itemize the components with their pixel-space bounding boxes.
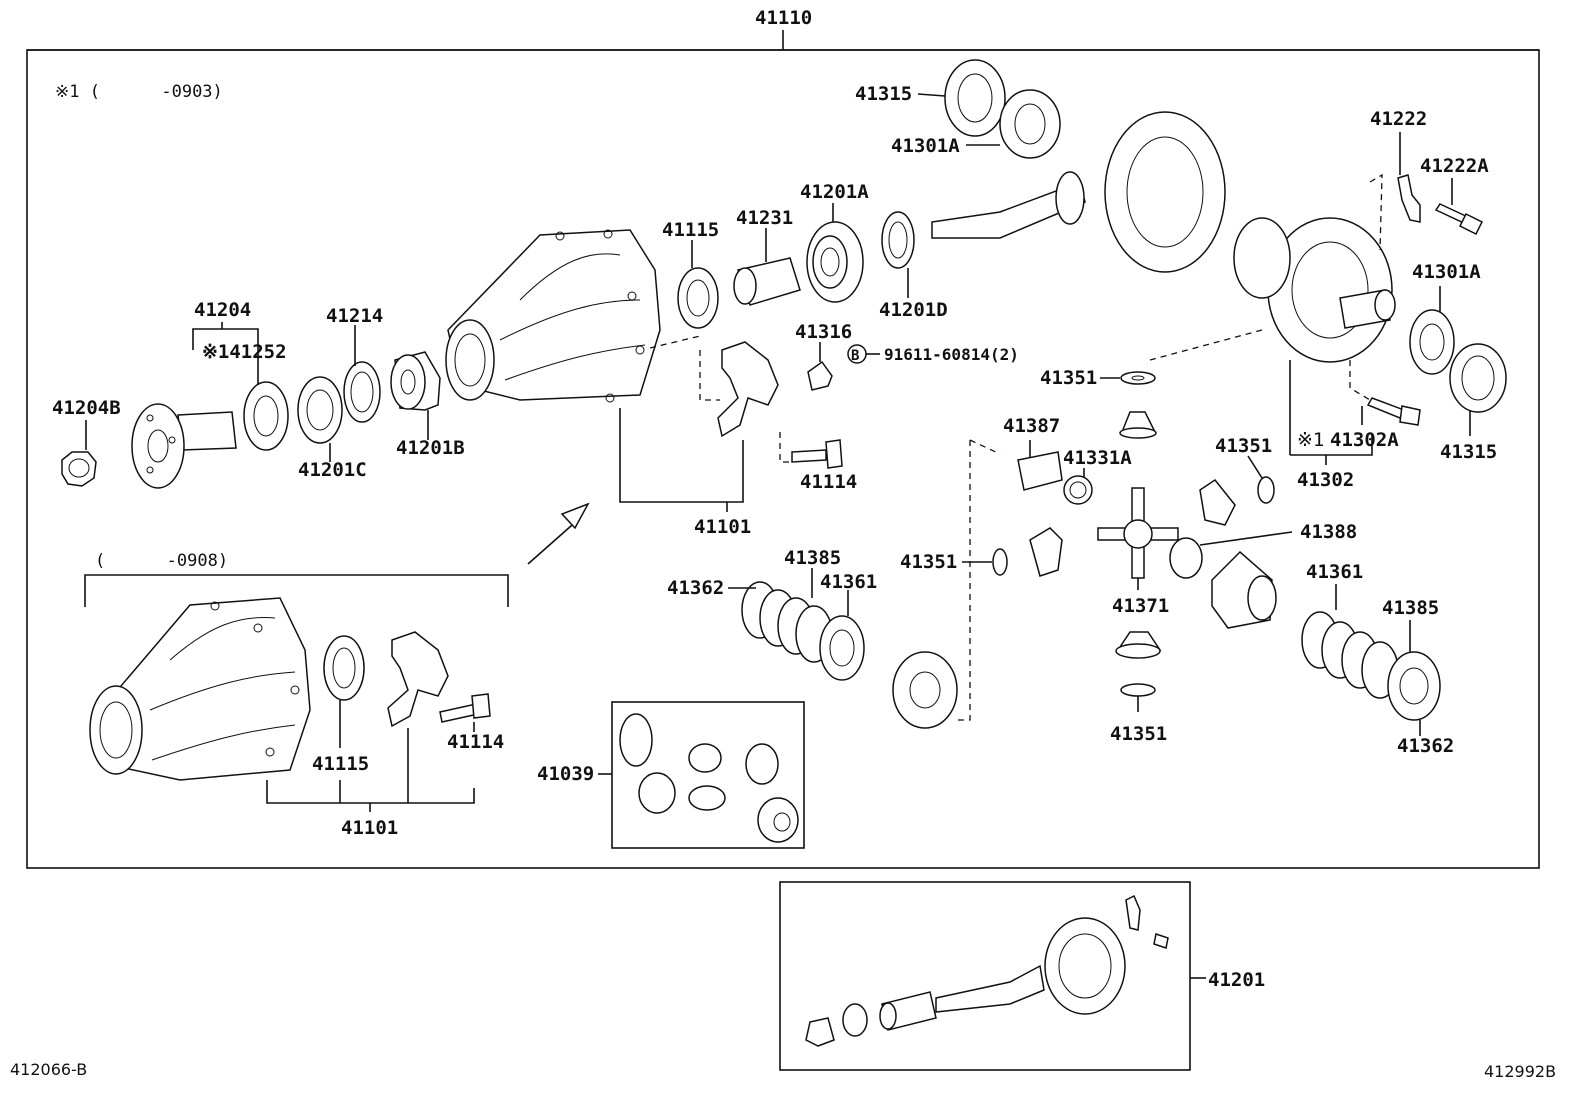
bearing-41301A-top-icon [966,89,1061,159]
label-41315-top: 41315 [855,83,912,105]
ring-gear-pinion-icon [931,111,1226,273]
label-41302A: 41302A [1330,429,1399,451]
bearing-41301A-right-icon [1409,286,1455,375]
washer-41351-a-icon [1100,371,1156,385]
label-41351-a: 41351 [1040,367,1097,389]
label-41114-bottom: 41114 [447,731,504,753]
label-41351-d: 41351 [1110,723,1167,745]
label-41387: 41387 [1003,415,1060,437]
clip-41316-icon [807,342,833,391]
bolt-41222A-icon [1434,178,1484,236]
footer-ref-left: 412066-B [10,1060,87,1079]
label-41101-bottom: 41101 [341,817,398,839]
ring-41252-icon [243,381,289,451]
label-41315-right: 41315 [1440,441,1497,463]
label-41204: 41204 [194,299,251,321]
label-41385-left: 41385 [784,547,841,569]
label-41316: 41316 [795,321,852,343]
label-41214: 41214 [326,305,383,327]
nut-41204B-icon [61,451,97,487]
label-91611: 91611-60814(2) [884,345,1019,364]
collar-41231-icon [733,228,801,306]
gear-41388-icon [1169,531,1293,579]
spacer-41214-icon [343,325,381,423]
label-41222: 41222 [1370,108,1427,130]
gear-left-small-icon [1029,527,1063,577]
label-note1-mark: ※1 [1297,429,1324,451]
spring-41331A-icon [1063,468,1093,505]
flange-41204-icon [131,403,237,489]
label-b-symbol: B [851,348,859,364]
pinion-gear-top-icon [1119,411,1157,439]
label-41201A: 41201A [800,181,869,203]
label-41101-top: 41101 [694,516,751,538]
seal-41115-bottom-icon [323,635,365,701]
label-41371: 41371 [1112,595,1169,617]
label-41201C: 41201C [298,459,367,481]
label-41301A-top: 41301A [891,135,960,157]
bearing-41201C-icon [297,376,343,462]
label-41302: 41302 [1297,469,1354,491]
kit-41201-frame [779,881,1191,1071]
clutch-pack-right-icon [1301,584,1441,736]
thrust-block-41387-icon [1017,440,1063,491]
note-range-1: ※1 ( -0903) [55,82,223,102]
label-41361-left: 41361 [820,571,877,593]
label-41222A: 41222A [1420,155,1489,177]
kit-41039-frame [611,701,805,849]
bolt-41114-top-icon [779,432,843,469]
bearing-41315-top-icon [917,59,1006,137]
carrier-housing-alt-icon [89,597,311,781]
label-41362-right: 41362 [1397,735,1454,757]
label-41201: 41201 [1208,969,1265,991]
label-41331A: 41331A [1063,447,1132,469]
pinion-gear-bottom-icon [1115,631,1162,659]
bearing-41315-right-icon [1449,343,1507,436]
label-41388: 41388 [1300,521,1357,543]
bearing-41201B-icon [390,351,441,440]
label-41385-right: 41385 [1382,597,1439,619]
label-41110: 41110 [755,7,812,29]
washer-41351-c-icon [962,548,1008,576]
differential-case-41302-icon [1233,217,1396,363]
label-41351-c: 41351 [900,551,957,573]
label-41115-top: 41115 [662,219,719,241]
plate-41222-icon [1397,132,1421,223]
label-41114-top: 41114 [800,471,857,493]
carrier-housing-41101-icon [445,229,661,403]
side-gear-right-large-icon [1211,550,1277,629]
label-41252: ※141252 [202,341,287,363]
label-41204B: 41204B [52,397,121,419]
kit-41039-gears-icon [619,713,799,843]
label-41201B: 41201B [396,437,465,459]
washer-41351-b-icon [1247,455,1275,504]
label-41362-left: 41362 [667,577,724,599]
seal-41115-icon [677,240,719,329]
washer-41201D-icon [881,211,915,298]
bearing-cap-icon [717,341,779,438]
cross-shaft-41371-icon [1097,487,1179,579]
clutch-pack-left-icon [728,568,865,681]
bearing-41201A-icon [806,203,864,303]
label-41351-b: 41351 [1215,435,1272,457]
label-41201D: 41201D [879,299,948,321]
direction-arrow-icon [527,502,590,565]
footer-ref-right: 412992B [1484,1062,1556,1081]
bearing-cap-bottom-icon [387,631,449,728]
note-range-2: ( -0908) [95,551,228,571]
label-41361-right: 41361 [1306,561,1363,583]
bolt-41302A-icon [1349,360,1421,426]
label-41115-bottom: 41115 [312,753,369,775]
label-41301A-right: 41301A [1412,261,1481,283]
pinion-assembly-41201-icon [805,894,1169,1047]
washer-41351-d-icon [1120,683,1156,712]
label-41231: 41231 [736,207,793,229]
side-gear-right-small-icon [1199,478,1236,526]
side-gear-left-large-icon [892,651,958,729]
bolt-41114-bottom-icon [439,693,491,723]
label-41039: 41039 [537,763,594,785]
